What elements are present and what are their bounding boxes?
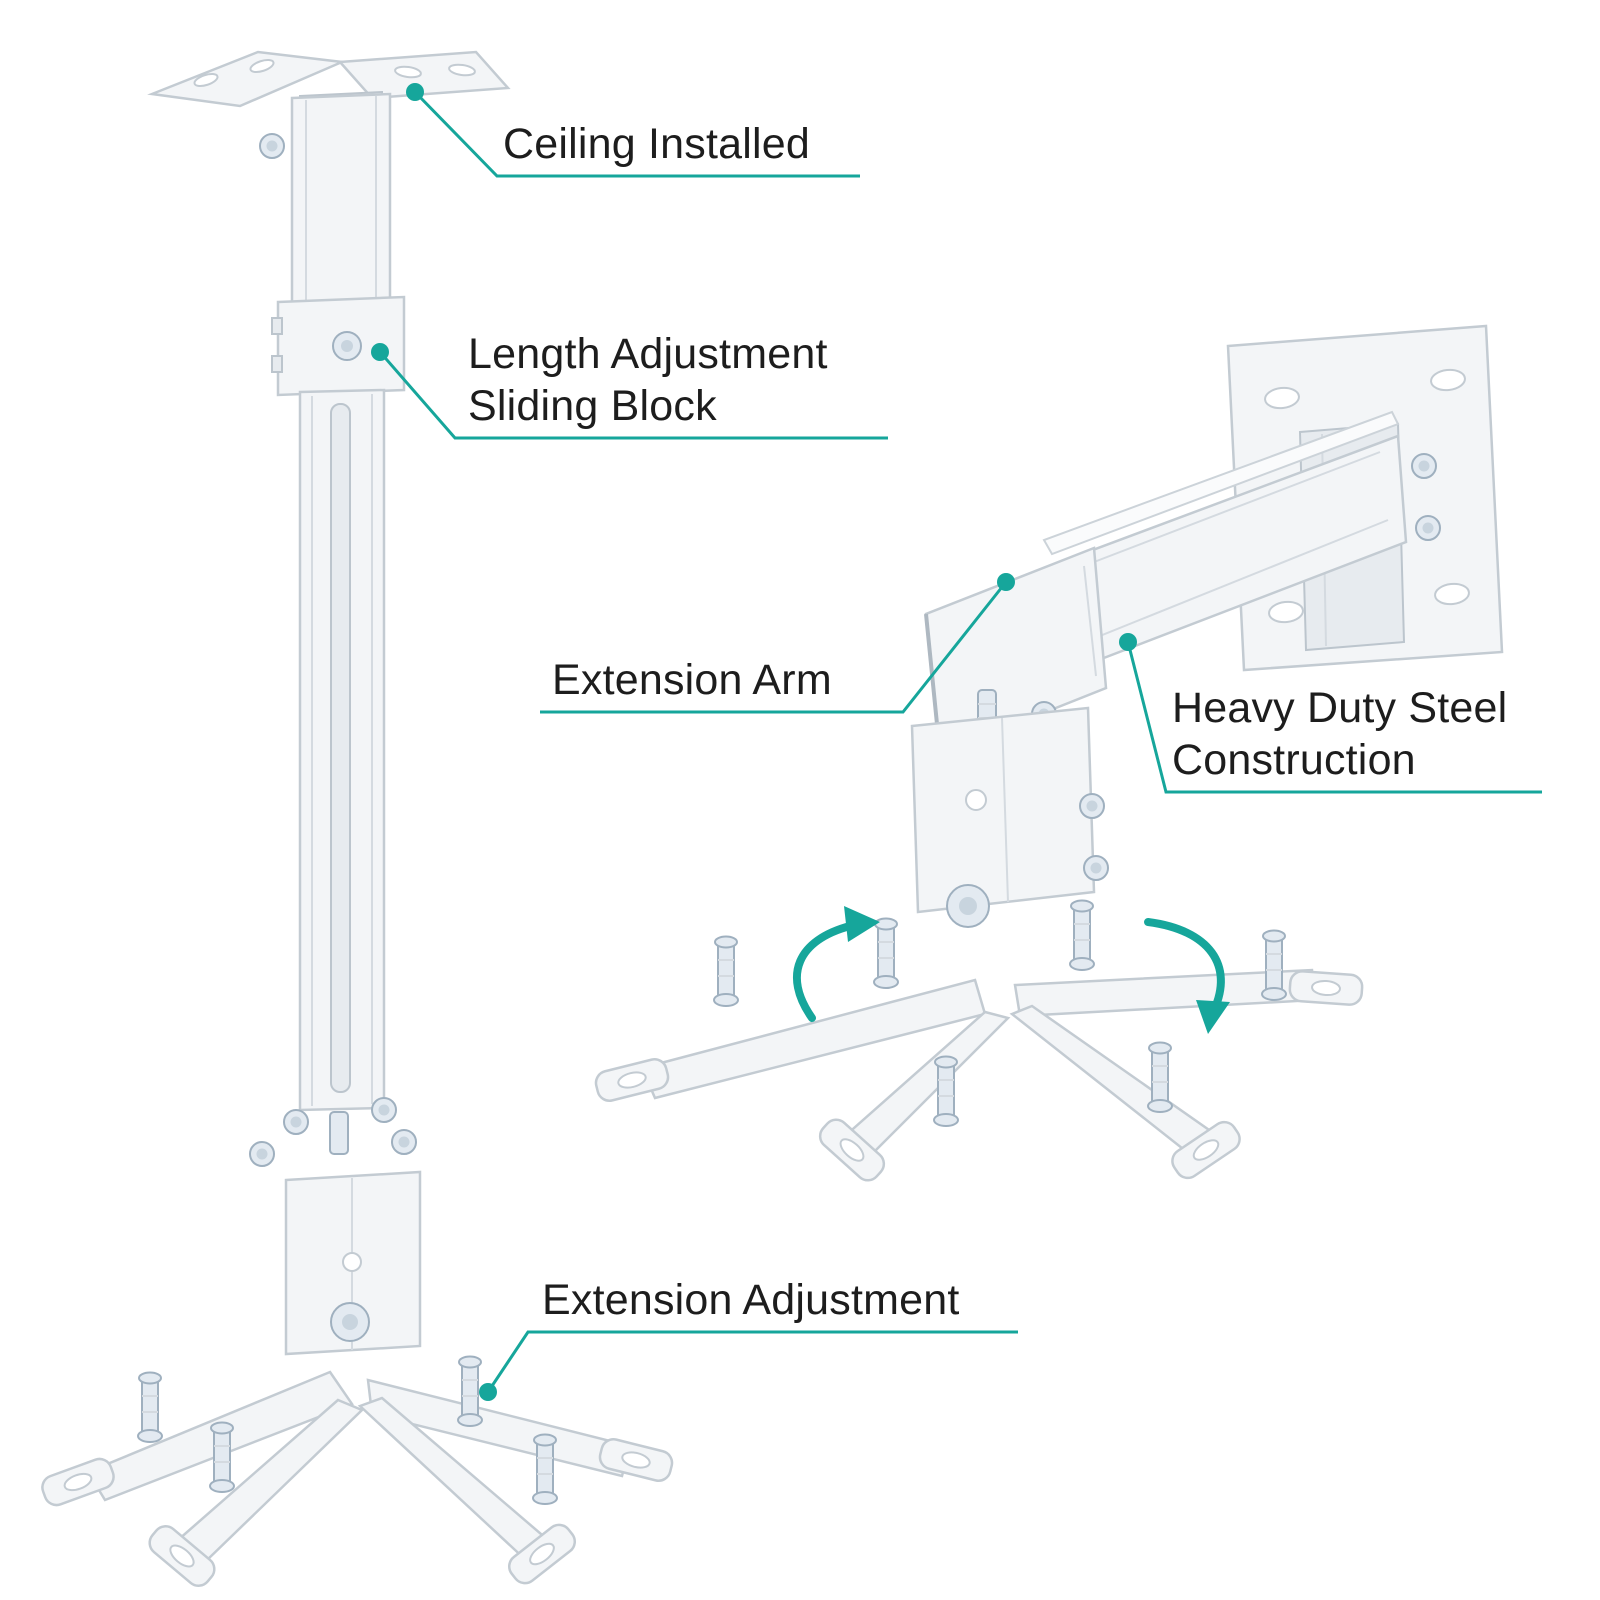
callout-line-length-adjustment xyxy=(371,343,888,440)
wall-mount-illustration xyxy=(592,324,1504,1187)
rotation-arrow-right-icon xyxy=(1144,918,1230,1034)
label-heavy-duty-steel-construction: Heavy Duty Steel Construction xyxy=(1172,684,1508,785)
label-ceiling-installed: Ceiling Installed xyxy=(503,120,810,168)
ceiling-mount-illustration xyxy=(37,50,676,1592)
callout-dot xyxy=(406,83,424,101)
callout-line-ceiling-installed xyxy=(406,83,860,178)
callout-dot xyxy=(479,1383,497,1401)
rotation-arrow-left-icon xyxy=(793,906,880,1022)
label-extension-adjustment: Extension Adjustment xyxy=(542,1276,960,1324)
label-length-adjustment-sliding-block: Length Adjustment Sliding Block xyxy=(468,330,828,431)
label-extension-arm: Extension Arm xyxy=(552,656,832,704)
callout-line-extension-adjustment xyxy=(479,1330,1018,1401)
callout-line-extension-arm xyxy=(540,573,1015,714)
callout-dot xyxy=(371,343,389,361)
callout-line-heavy-duty xyxy=(1119,633,1542,794)
callout-dot xyxy=(997,573,1015,591)
callout-dot xyxy=(1119,633,1137,651)
